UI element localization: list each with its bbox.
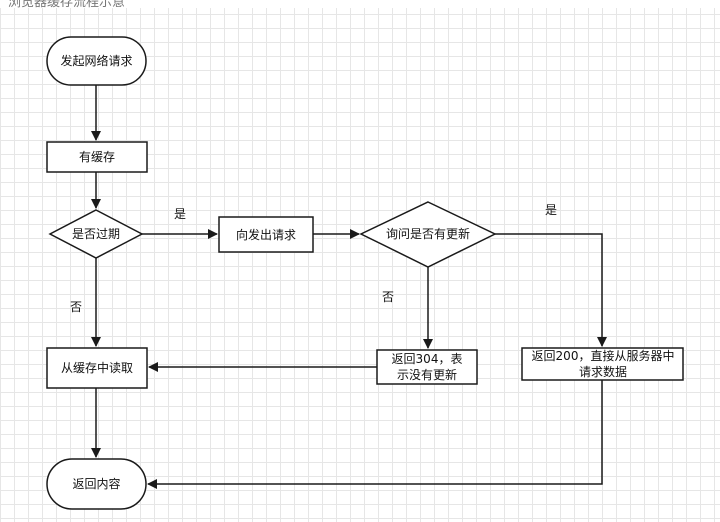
has-cache-node <box>46 141 148 173</box>
start-label: 发起网络请求 <box>60 54 133 68</box>
ret200-node <box>521 347 684 381</box>
edge-update-ret200 <box>495 233 607 347</box>
ret200-label: 返回200，直接从服务器中请求数据 <box>531 349 675 379</box>
edge-label-expired-yes: 是 <box>174 207 187 221</box>
ret304-label: 返回304，表示没有更新 <box>391 352 463 382</box>
edge-label-update-no: 否 <box>382 290 395 304</box>
request-server-node <box>218 216 314 253</box>
end-label: 返回内容 <box>72 477 121 491</box>
top-caption: 浏览器缓存流程示意 <box>8 0 126 8</box>
expired-label: 是否过期 <box>71 227 120 241</box>
top-caption-strip: 浏览器缓存流程示意 <box>0 0 720 8</box>
edge-ret200-end <box>147 380 603 489</box>
edge-label-update-yes: 是 <box>545 203 558 217</box>
edge-label-expired-no: 否 <box>70 300 83 314</box>
read-cache-node <box>46 347 148 389</box>
read-cache-label: 从缓存中读取 <box>60 361 133 375</box>
request-server-label: 向发出请求 <box>235 227 296 242</box>
end-node <box>46 458 147 510</box>
update-label: 询问是否有更新 <box>385 227 470 241</box>
has-cache-label: 有缓存 <box>78 150 115 164</box>
